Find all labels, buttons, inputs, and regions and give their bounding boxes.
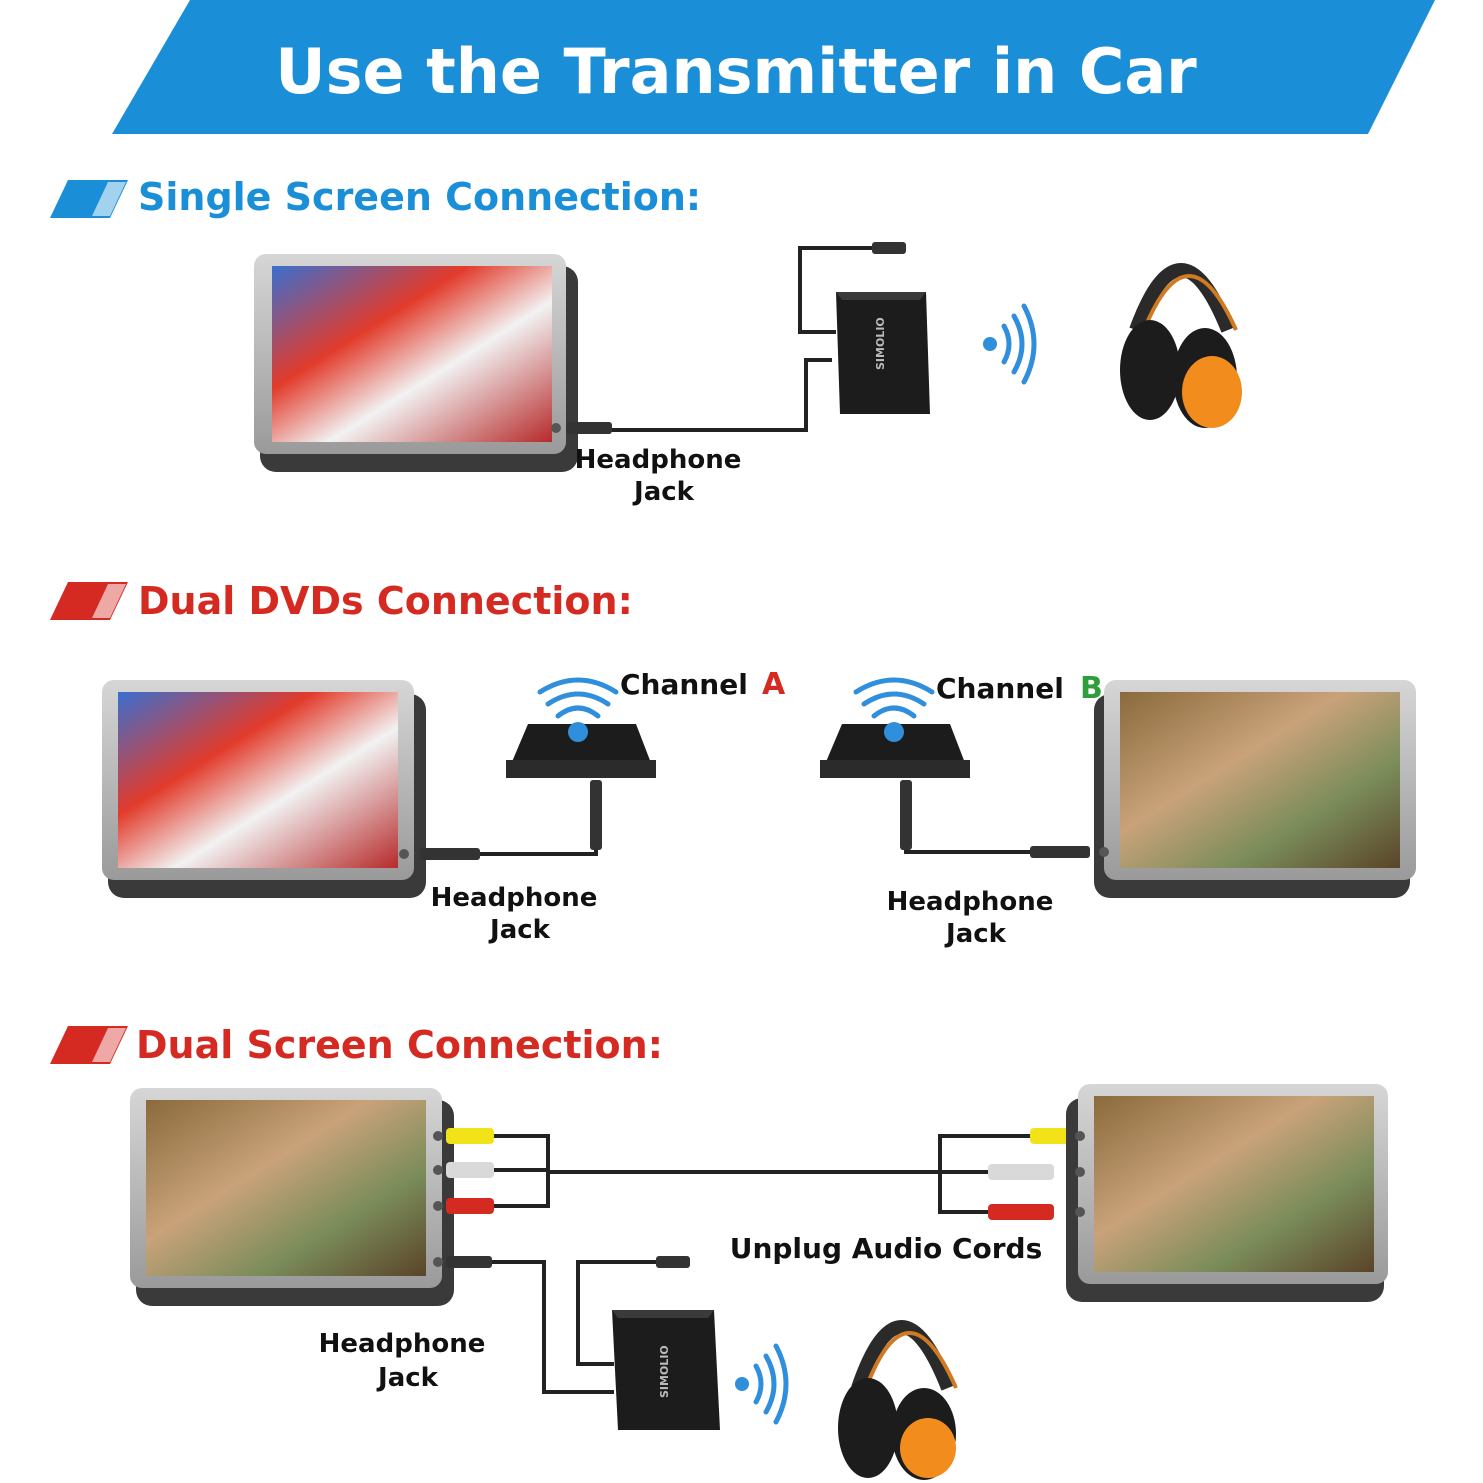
- audio-cable: [904, 800, 1090, 854]
- title-banner: [112, 0, 1435, 134]
- unplug-audio-cords-label: Unplug Audio Cords: [730, 1232, 1043, 1265]
- rca-plug-icon: [446, 1198, 494, 1214]
- section2-right-headphone-jack-label-line1: Headphone: [887, 887, 1054, 917]
- car-screen-icon: [130, 1088, 454, 1306]
- transmitter-icon: [612, 1310, 720, 1430]
- rca-plug-icon: [988, 1204, 1054, 1220]
- section2-left-headphone-jack-label-line2: Jack: [488, 915, 551, 945]
- car-screen-icon: [1066, 1084, 1388, 1302]
- channel-b-word: Channel: [936, 672, 1064, 705]
- optical-cable: [576, 1260, 660, 1366]
- audio-cable: [578, 358, 832, 432]
- car-screen-icon: [1094, 680, 1416, 898]
- section2-left-headphone-jack-label-line1: Headphone: [431, 883, 598, 913]
- optical-plug: [872, 242, 906, 254]
- audio-jack-icon: [566, 422, 612, 434]
- section1-headphone-jack-label-line1: Headphone: [575, 445, 742, 475]
- wireless-wave-icon: [735, 1343, 789, 1425]
- channel-a-letter: A: [762, 667, 786, 702]
- audio-cable: [420, 800, 598, 856]
- rca-cable: [938, 1134, 1034, 1214]
- audio-jack-icon: [1030, 846, 1090, 858]
- transmitter-icon: [836, 292, 930, 414]
- headphones-icon: [838, 1320, 958, 1480]
- wireless-wave-icon: [853, 677, 935, 742]
- headphones-icon: [1120, 263, 1242, 428]
- transmitter-icon: [820, 724, 970, 778]
- transmitter-icon: [506, 724, 656, 778]
- section3-heading: Dual Screen Connection:: [136, 1023, 663, 1067]
- rca-plug-icon: [988, 1164, 1054, 1180]
- channel-a-word: Channel: [620, 668, 748, 701]
- channel-b-letter: B: [1080, 671, 1103, 706]
- section2-right-headphone-jack-label-line2: Jack: [944, 919, 1007, 949]
- section3-marker-stripe: [92, 1028, 126, 1062]
- wireless-wave-icon: [983, 303, 1037, 385]
- transmitter-brand: SIMOLIO: [658, 1345, 671, 1398]
- optical-cable: [798, 246, 876, 334]
- section1-heading: Single Screen Connection:: [138, 175, 701, 219]
- section3-headphone-jack-label-line2: Jack: [376, 1363, 439, 1393]
- rca-plug-icon: [446, 1162, 494, 1178]
- audio-cable: [492, 1260, 614, 1394]
- section1-marker-stripe: [92, 182, 126, 216]
- section2-heading: Dual DVDs Connection:: [138, 579, 633, 623]
- page-title: Use the Transmitter in Car: [275, 35, 1197, 108]
- audio-jack-icon: [420, 848, 480, 860]
- section1-headphone-jack-label-line2: Jack: [632, 477, 695, 507]
- car-screen-icon: [102, 680, 426, 898]
- car-screen-icon: [254, 254, 578, 472]
- audio-jack-icon: [446, 1256, 492, 1268]
- audio-jack-icon: [590, 780, 602, 850]
- section3-headphone-jack-label-line1: Headphone: [319, 1329, 486, 1359]
- rca-cable: [494, 1134, 550, 1208]
- optical-plug: [656, 1256, 690, 1268]
- wireless-wave-icon: [537, 677, 619, 742]
- audio-jack-icon: [900, 780, 912, 850]
- rca-plug-icon: [446, 1128, 494, 1144]
- transmitter-brand: SIMOLIO: [874, 317, 887, 370]
- section2-marker-stripe: [92, 584, 126, 618]
